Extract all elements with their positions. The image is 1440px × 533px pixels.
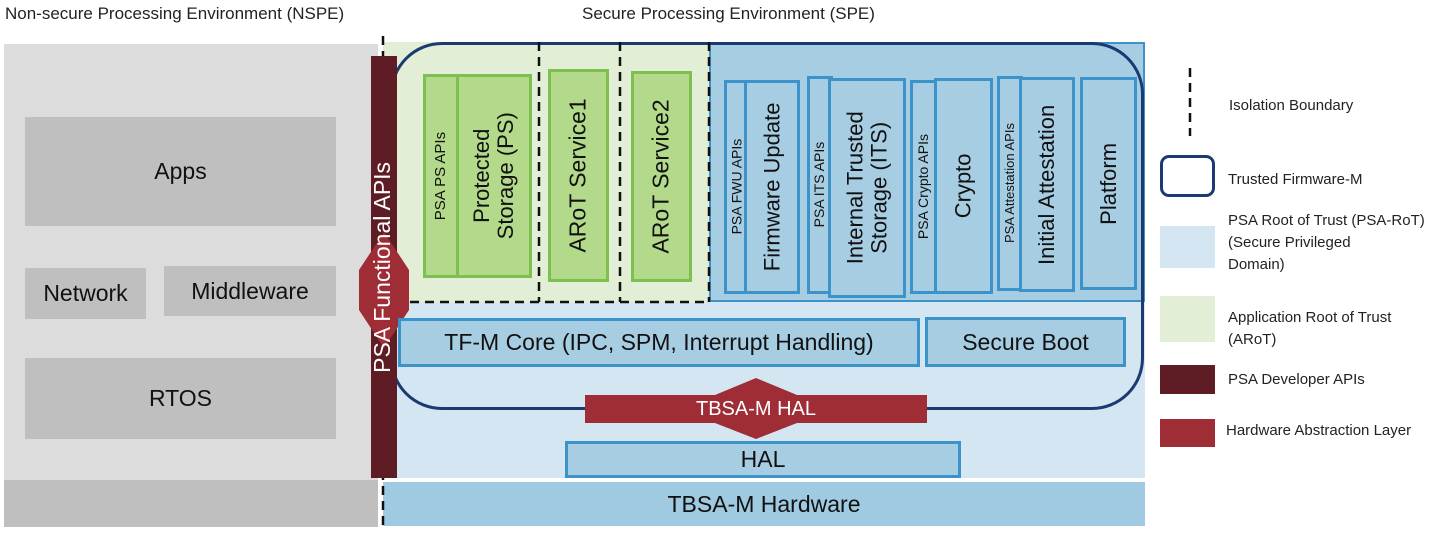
nspe-header: Non-secure Processing Environment (NSPE): [5, 4, 345, 23]
apps-box: Apps: [25, 117, 336, 226]
psa-functional-apis-label-wrap: PSA Functional APIs: [369, 56, 395, 478]
psa-its-apis-label: PSA ITS APIs: [811, 142, 828, 228]
psa-crypto-apis-label: PSA Crypto APIs: [914, 134, 931, 240]
psa-functional-apis-label: PSA Functional APIs: [369, 161, 395, 373]
nspe-hardware-strip: [4, 480, 378, 527]
legend-trusted-firmware-m-swatch: [1160, 155, 1215, 197]
legend-arot-label: Application Root of Trust(ARoT): [1228, 309, 1392, 348]
psa-ps-apis-label: PSA PS APIs: [431, 131, 449, 221]
initial-attestation-label: Initial Attestation: [1034, 104, 1060, 265]
initial-attestation-box: Initial Attestation: [1019, 77, 1075, 292]
legend-psa-rot-label: PSA Root of Trust (PSA-RoT)(Secure Privi…: [1228, 212, 1425, 273]
network-box: Network: [25, 268, 146, 319]
arot-service2-label: ARoT Service2: [648, 99, 675, 254]
secure-boot-box: Secure Boot: [925, 317, 1126, 367]
tbsa-m-hal-arrow: [585, 378, 927, 439]
legend-arot-swatch: [1160, 296, 1215, 342]
tfm-core-box: TF-M Core (IPC, SPM, Interrupt Handling): [398, 318, 920, 367]
legend-psa-rot-swatch: [1160, 226, 1215, 268]
crypto-box: Crypto: [934, 78, 993, 294]
psa-attestation-apis-label: PSA Attestation APIs: [1001, 123, 1017, 244]
legend-isolation-boundary-label: Isolation Boundary: [1229, 97, 1354, 114]
firmware-update-label: Firmware Update: [759, 102, 785, 272]
arot-service2-box: ARoT Service2: [631, 71, 692, 282]
legend-hardware-abstraction-layer-label: Hardware Abstraction Layer: [1226, 422, 1412, 439]
psa-functional-apis-bar: [359, 56, 409, 478]
tbsa-m-hardware-box: TBSA-M Hardware: [383, 482, 1145, 526]
legend-trusted-firmware-m-label: Trusted Firmware-M: [1228, 171, 1363, 188]
crypto-label: Crypto: [950, 153, 976, 219]
legend-hardware-abstraction-layer-swatch: [1160, 419, 1215, 447]
legend-psa-developer-apis-swatch: [1160, 365, 1215, 394]
arot-service1-label: ARoT Service1: [565, 98, 592, 253]
psa-fwu-apis-label: PSA FWU APIs: [728, 139, 745, 235]
rtos-box: RTOS: [25, 358, 336, 439]
psa-ps-apis-box: PSA PS APIs: [423, 74, 459, 278]
spe-header: Secure Processing Environment (SPE): [582, 4, 875, 23]
middleware-box: Middleware: [164, 266, 336, 316]
platform-label: Platform: [1095, 142, 1121, 225]
tbsa-m-hal-label: TBSA-M HAL: [695, 397, 817, 420]
firmware-update-box: Firmware Update: [744, 80, 800, 294]
arot-service1-box: ARoT Service1: [548, 69, 609, 282]
hal-box: HAL: [565, 441, 961, 478]
psa-crypto-apis-box: PSA Crypto APIs: [910, 80, 937, 294]
platform-box: Platform: [1080, 77, 1137, 290]
legend-psa-developer-apis-label: PSA Developer APIs: [1228, 371, 1365, 388]
